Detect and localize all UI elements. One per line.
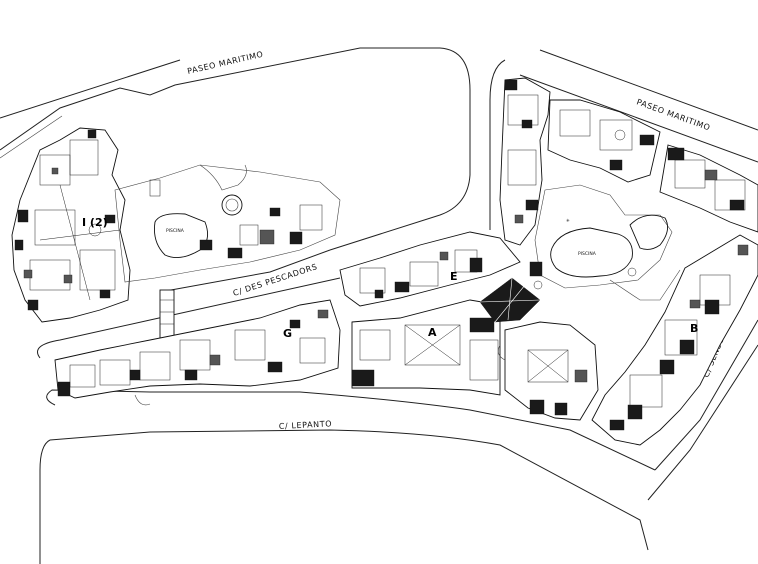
pool-area-left: PISCINA (114, 164, 341, 283)
block-label-e: E (450, 270, 458, 283)
block-label-a: A (428, 326, 437, 339)
bridge-connector (159, 289, 175, 341)
pyramid-roof (479, 277, 541, 323)
block-label-b: B (690, 322, 698, 335)
road-network (0, 47, 758, 564)
pool-area-right: PISCINA ✳ (529, 184, 673, 290)
building-block-right-tower (499, 77, 551, 246)
building-block-a: A (351, 299, 501, 396)
pool-right (550, 227, 633, 278)
street-label-paseo-maritimo-left: PASEO MARITIMO (186, 50, 264, 76)
pool-label-right: PISCINA (578, 251, 597, 257)
building-block-lower-middle (498, 321, 599, 421)
palm-tree-icon: ✳ (566, 218, 570, 224)
block-label-i2: I (2) (82, 216, 108, 229)
building-block-left: I (2) (11, 127, 131, 323)
block-label-g: G (283, 327, 292, 340)
garden-path (609, 269, 681, 301)
building-block-lower-left: G (54, 299, 341, 406)
building-block-right-corner (659, 144, 758, 233)
street-label-lepanto: C/ LEPANTO (279, 419, 333, 431)
pool-left (154, 213, 209, 259)
building-block-right-top (547, 99, 661, 183)
pool-label-left: PISCINA (166, 228, 185, 234)
building-block-middle-upper: E (339, 231, 521, 307)
building-block-b: B (591, 234, 758, 446)
